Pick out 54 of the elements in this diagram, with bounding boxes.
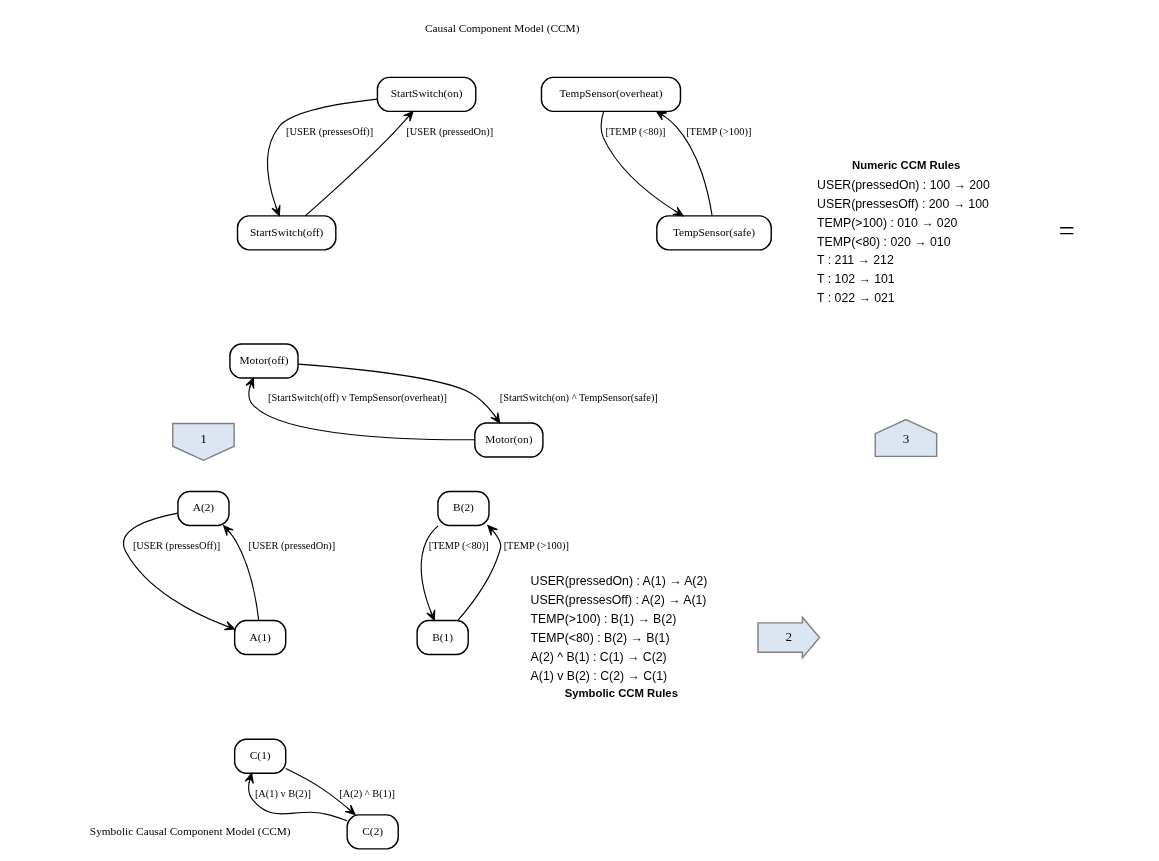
edge-label: [StartSwitch(off) v TempSensor(overheat)] bbox=[267, 392, 447, 404]
edge-label: [A(1) v B(2)] bbox=[254, 787, 311, 799]
edge-label: [USER (pressedOn)] bbox=[405, 125, 493, 137]
label: USER(pressedOn) : 100 → 200 bbox=[816, 177, 990, 192]
node-box: A(1) bbox=[233, 619, 286, 656]
node-box: TempSensor(overheat) bbox=[540, 76, 681, 113]
label: Symbolic CCM Rules bbox=[564, 686, 678, 699]
node-box: B(2) bbox=[436, 490, 490, 527]
arrow bbox=[122, 512, 235, 631]
edge-label: [TEMP (>100)] bbox=[503, 539, 569, 551]
label: USER(pressesOff) : 200 → 100 bbox=[816, 196, 989, 211]
edge-label: [USER (pressesOff)] bbox=[132, 539, 220, 551]
node-box: C(2) bbox=[345, 814, 399, 850]
label: USER(pressesOff) : A(2) → A(1) bbox=[530, 592, 706, 607]
node-box: A(2) bbox=[176, 490, 230, 527]
label: A(2) ^ B(1) : C(1) → C(2) bbox=[530, 649, 667, 664]
edge-label: [TEMP (<80)] bbox=[605, 125, 666, 137]
node-box: C(1) bbox=[233, 738, 286, 774]
label: Causal Component Model (CCM) bbox=[424, 22, 579, 35]
node-box: TempSensor(safe) bbox=[655, 215, 772, 251]
arrow bbox=[420, 525, 439, 621]
arrow bbox=[304, 110, 413, 217]
edge-label: [A(2) ^ B(1)] bbox=[338, 787, 395, 799]
label: TEMP(<80) : B(2) → B(1) bbox=[530, 630, 669, 645]
arrow bbox=[284, 767, 356, 816]
label: Numeric CCM Rules bbox=[851, 159, 960, 172]
node-box: StartSwitch(off) bbox=[236, 215, 337, 251]
node-box: Motor(off) bbox=[228, 343, 299, 379]
label: USER(pressedOn) : A(1) → A(2) bbox=[530, 573, 707, 588]
label: = bbox=[1058, 214, 1075, 246]
label: T : 022 → 021 bbox=[816, 291, 895, 306]
edge-label: [USER (pressedOn)] bbox=[247, 539, 335, 551]
arrow bbox=[244, 377, 475, 441]
label: T : 102 → 101 bbox=[816, 272, 895, 287]
label: TEMP(<80) : 020 → 010 bbox=[816, 234, 951, 249]
edge-label: [TEMP (>100)] bbox=[685, 125, 751, 137]
arrow bbox=[456, 525, 501, 621]
label: Symbolic Causal Component Model (CCM) bbox=[89, 824, 291, 837]
arrow bbox=[266, 98, 378, 217]
arrow bbox=[297, 363, 500, 424]
label: A(1) v B(2) : C(2) → C(1) bbox=[530, 668, 667, 683]
label: TEMP(>100) : 010 → 020 bbox=[816, 215, 957, 230]
label: TEMP(>100) : B(1) → B(2) bbox=[530, 611, 676, 626]
arrow bbox=[243, 772, 348, 822]
edge-label: [StartSwitch(on) ^ TempSensor(safe)] bbox=[499, 392, 658, 404]
label: T : 211 → 212 bbox=[816, 253, 894, 268]
node-box: B(1) bbox=[415, 619, 469, 656]
arrow bbox=[222, 525, 259, 621]
arrow bbox=[600, 111, 684, 217]
node-box: StartSwitch(on) bbox=[376, 76, 476, 113]
arrow bbox=[655, 110, 713, 217]
node-box: Motor(on) bbox=[473, 422, 544, 458]
edge-label: [USER (pressesOff)] bbox=[285, 125, 373, 137]
edge-label: [TEMP (<80)] bbox=[428, 539, 489, 551]
